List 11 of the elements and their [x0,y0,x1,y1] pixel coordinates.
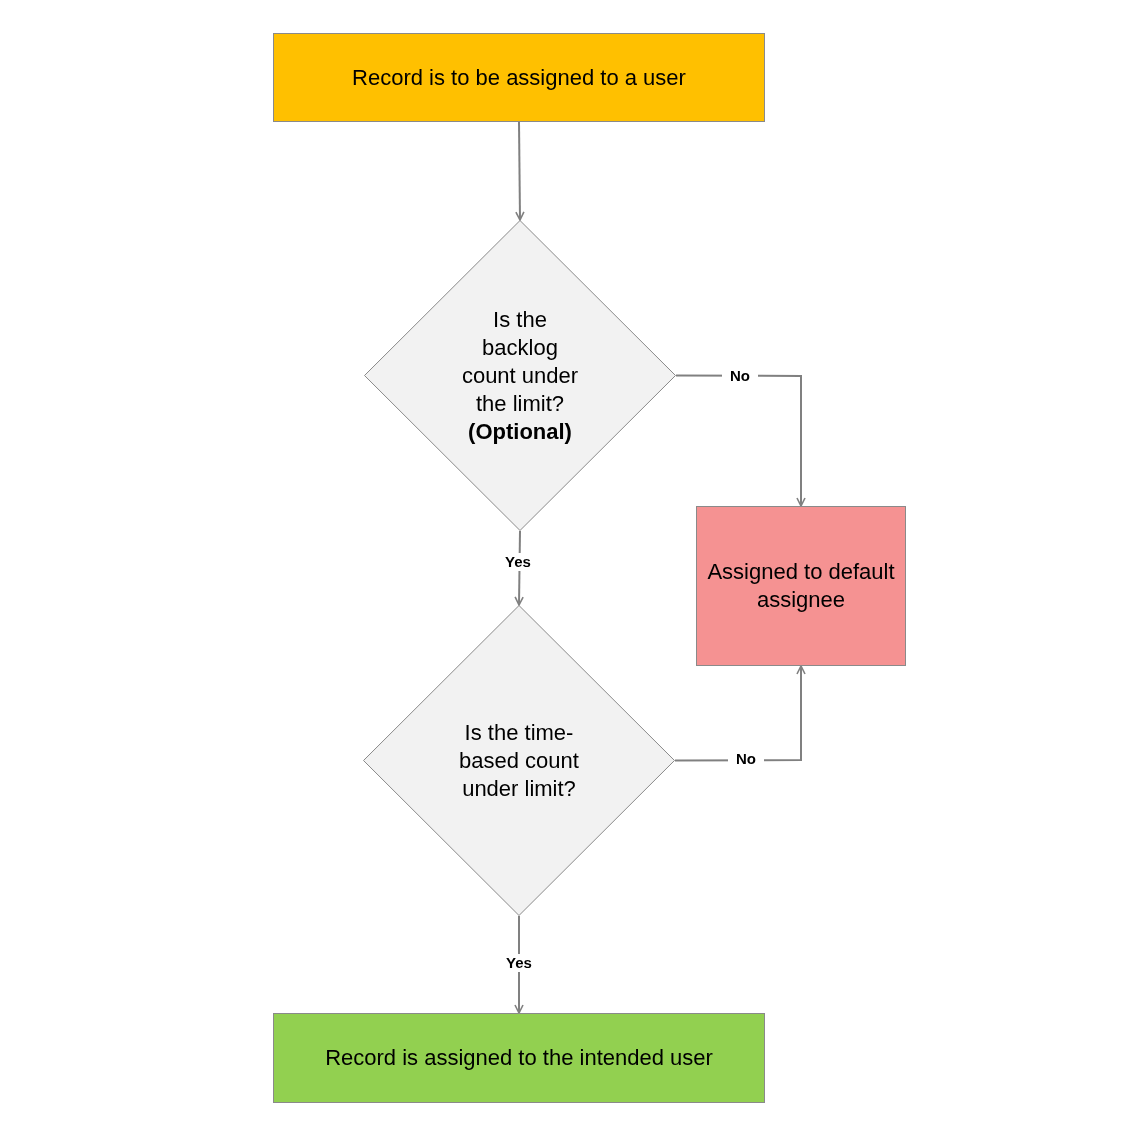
process-box [273,33,765,122]
node-text: Assigned to default assignee [706,558,896,614]
process-box [696,506,906,666]
process-box [273,1013,765,1103]
node-text: Record is assigned to the intended user [325,1044,713,1072]
node-text: Is the backlog count under the limit? (Optional) [460,305,580,446]
decision-diamond [363,605,675,916]
node-text: Record is to be assigned to a user [352,63,686,92]
arrow [515,121,525,221]
node-text: Is the time-based count under limit? [458,718,580,803]
decision-diamond [364,220,676,531]
